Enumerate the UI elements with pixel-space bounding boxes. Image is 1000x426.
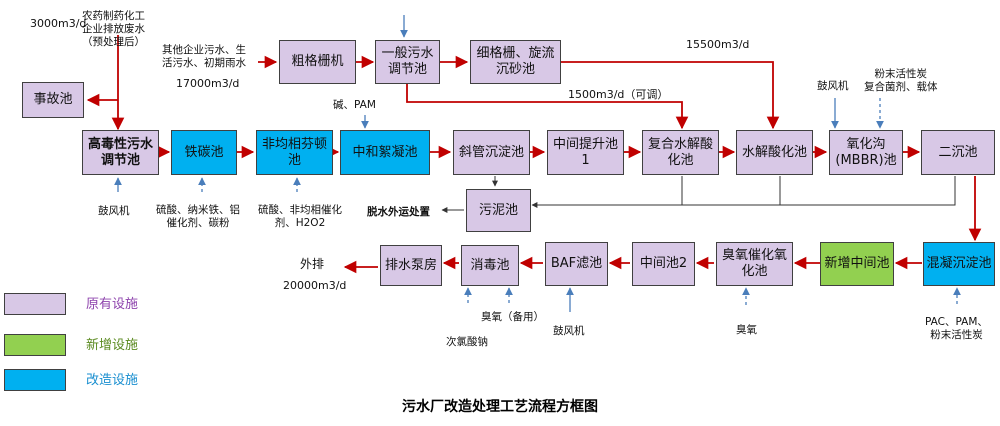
note-discharge: 外排 (300, 257, 325, 271)
unit-chouyang-cuihua: 臭氧催化氧化池 (716, 242, 793, 286)
note-coag-chem: PAC、PAM、粉末活性炭 (925, 316, 988, 341)
unit-xinzeng: 新增中间池 (820, 242, 894, 286)
note-flow-1500: 1500m3/d（可调） (568, 88, 669, 101)
note-alkali-pam: 碱、PAM (333, 99, 376, 111)
unit-erchen: 二沉池 (921, 130, 995, 175)
note-blower-baf: 鼓风机 (553, 325, 585, 337)
legend-swatch-new (4, 334, 66, 356)
legend-label-modified: 改造设施 (86, 373, 139, 388)
legend-swatch-existing (4, 293, 66, 315)
note-fenton-chem: 硫酸、非均相催化剂、H2O2 (258, 204, 342, 229)
unit-fuhe: 复合水解酸化池 (642, 130, 719, 175)
unit-zhonghe: 中和絮凝池 (340, 130, 430, 175)
unit-zhongjian2: 中间池2 (632, 242, 695, 286)
legend-label-existing: 原有设施 (86, 297, 139, 312)
note-carbon-agents: 粉末活性炭复合菌剂、载体 (864, 68, 938, 93)
unit-cugege: 粗格栅机 (279, 40, 356, 84)
arrow-yiban-fuhe (406, 84, 689, 130)
note-flow-17000: 17000m3/d (176, 77, 240, 90)
note-other-sources: 其他企业污水、生活污水、初期雨水 (162, 44, 246, 69)
unit-wuni: 污泥池 (466, 189, 531, 232)
legend-label-new: 新增设施 (86, 338, 139, 353)
note-ozone-backup: 臭氧（备用） (481, 311, 544, 323)
unit-xigege: 细格栅、旋流沉砂池 (470, 40, 561, 84)
note-pesticide: 农药制药化工企业排放废水（预处理后） (82, 10, 145, 48)
note-tietan-chem: 硫酸、纳米铁、铝催化剂、碳粉 (156, 204, 240, 229)
note-blower-left: 鼓风机 (98, 205, 130, 217)
note-flow-3000: 3000m3/d (30, 17, 87, 30)
unit-shigu: 事故池 (22, 82, 84, 118)
unit-paishui: 排水泵房 (380, 245, 442, 286)
unit-yanghua: 氧化沟(MBBR)池 (829, 130, 903, 175)
diagram-title: 污水厂改造处理工艺流程方框图 (402, 399, 598, 415)
note-flow-15500: 15500m3/d (686, 38, 750, 51)
note-sludge-out: 脱水外运处置 (367, 206, 430, 218)
unit-xiaodu: 消毒池 (461, 245, 519, 286)
unit-feijun: 非均相芬顿池 (256, 130, 333, 175)
note-blower-mid: 鼓风机 (817, 80, 849, 92)
note-flow-20000: 20000m3/d (283, 279, 347, 292)
unit-yiban: 一般污水调节池 (375, 40, 440, 84)
unit-shuijie: 水解酸化池 (736, 130, 813, 175)
unit-baf: BAF滤池 (545, 242, 608, 286)
note-ozone: 臭氧 (736, 324, 757, 336)
sludge-return-line (532, 176, 956, 205)
arrow-xigege-shuijie (561, 61, 780, 130)
unit-hunning: 混凝沉淀池 (923, 242, 995, 286)
unit-tisheng1: 中间提升池1 (547, 130, 624, 175)
unit-xieguan: 斜管沉淀池 (453, 130, 530, 175)
unit-tietan: 铁碳池 (171, 130, 237, 175)
note-hypochlorite: 次氯酸钠 (446, 336, 488, 348)
unit-gaodu: 高毒性污水调节池 (82, 130, 159, 175)
legend-swatch-modified (4, 369, 66, 391)
